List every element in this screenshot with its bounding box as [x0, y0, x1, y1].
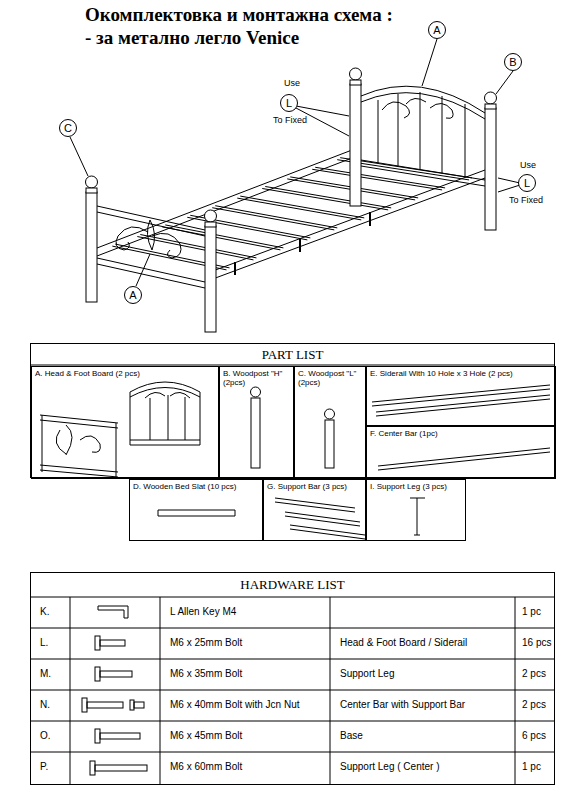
table-cell: Support Leg ( Center ) — [340, 761, 440, 772]
bed-frame — [97, 150, 485, 280]
callout-circle: B — [504, 53, 522, 71]
hardware-icons — [82, 606, 147, 775]
table-cell: M6 x 25mm Bolt — [170, 637, 242, 648]
table-cell: Support Leg — [340, 668, 395, 679]
table-cell: L. — [40, 637, 48, 648]
table-cell: O. — [40, 730, 51, 741]
table-heading: PART LIST — [31, 344, 554, 365]
callout-circle: L — [518, 174, 536, 192]
callout-letter: L — [519, 175, 535, 191]
subtitle: - за метално легло Venice — [85, 27, 299, 49]
table-cell: 2 pcs — [522, 668, 546, 679]
table-cell: M6 x 35mm Bolt — [170, 668, 242, 679]
part-name: C. Woodpost "L" (2pcs) — [295, 367, 365, 389]
title: Окомплектовка и монтажна схема : — [85, 4, 393, 26]
part-cell: D. Wooden Bed Slat (10 pcs) — [129, 479, 263, 541]
note: To Fixed — [508, 195, 544, 205]
table-cell: Base — [340, 730, 363, 741]
part-cell: B. Woodpost "H" (2pcs) — [219, 366, 294, 479]
table-cell: Center Bar with Support Bar — [340, 699, 465, 710]
table-cell: M6 x 45mm Bolt — [170, 730, 242, 741]
part-name: E. Siderail With 10 Hole x 3 Hole (2 pcs… — [367, 367, 555, 380]
callout-circle: L — [280, 94, 298, 112]
table-cell: Head & Foot Board / Siderail — [340, 637, 467, 648]
table-cell: P. — [40, 761, 48, 772]
table-cell: L Allen Key M4 — [170, 606, 236, 617]
part-name: F. Center Bar (1pc) — [367, 427, 555, 440]
note: To Fixed — [272, 115, 308, 125]
note: Use — [283, 78, 301, 88]
part-name: B. Woodpost "H" (2pcs) — [220, 367, 293, 389]
part-name: G. Support Bar (3 pcs) — [264, 480, 365, 493]
callout-letter: C — [60, 120, 76, 136]
part-cell: C. Woodpost "L" (2pcs) — [294, 366, 366, 479]
table-box: HARDWARE LIST — [30, 572, 555, 785]
table-cell: M6 x 40mm Bolt with Jcn Nut — [170, 699, 299, 710]
table-cell: 1 pc — [522, 761, 541, 772]
callout-letter: A — [429, 22, 445, 38]
table-cell: 6 pcs — [522, 730, 546, 741]
callout-letter: L — [281, 95, 297, 111]
part-cell: A. Head & Foot Board (2 pcs) — [31, 366, 219, 479]
part-cell: I. Support Leg (3 pcs) — [366, 479, 466, 541]
callout-circle: A — [428, 21, 446, 39]
headboard — [350, 68, 497, 230]
callout-letter: B — [505, 54, 521, 70]
part-cell: E. Siderail With 10 Hole x 3 Hole (2 pcs… — [366, 366, 556, 426]
table-cell: 16 pcs — [522, 637, 551, 648]
part-illustrations — [40, 382, 550, 539]
table-cell: N. — [40, 699, 50, 710]
table-box: PART LIST A. Head & Foot Board (2 pcs)B. … — [30, 343, 555, 478]
part-cell: G. Support Bar (3 pcs) — [263, 479, 366, 541]
part-name: A. Head & Foot Board (2 pcs) — [32, 367, 218, 380]
leader-lines — [70, 39, 520, 286]
table-cell: M6 x 60mm Bolt — [170, 761, 242, 772]
table-cell: 2 pcs — [522, 699, 546, 710]
table-cell: K. — [40, 606, 49, 617]
table-grid — [30, 597, 555, 785]
callout-letter: A — [125, 287, 141, 303]
table-cell: 1 pc — [522, 606, 541, 617]
note: Use — [519, 160, 537, 170]
part-cell: F. Center Bar (1pc) — [366, 426, 556, 479]
table-cell: M. — [40, 668, 51, 679]
part-name: D. Wooden Bed Slat (10 pcs) — [130, 480, 262, 493]
callout-circle: C — [59, 119, 77, 137]
callout-circle: A — [124, 286, 142, 304]
part-name: I. Support Leg (3 pcs) — [367, 480, 465, 493]
footboard — [86, 176, 217, 332]
table-heading: HARDWARE LIST — [31, 573, 554, 597]
